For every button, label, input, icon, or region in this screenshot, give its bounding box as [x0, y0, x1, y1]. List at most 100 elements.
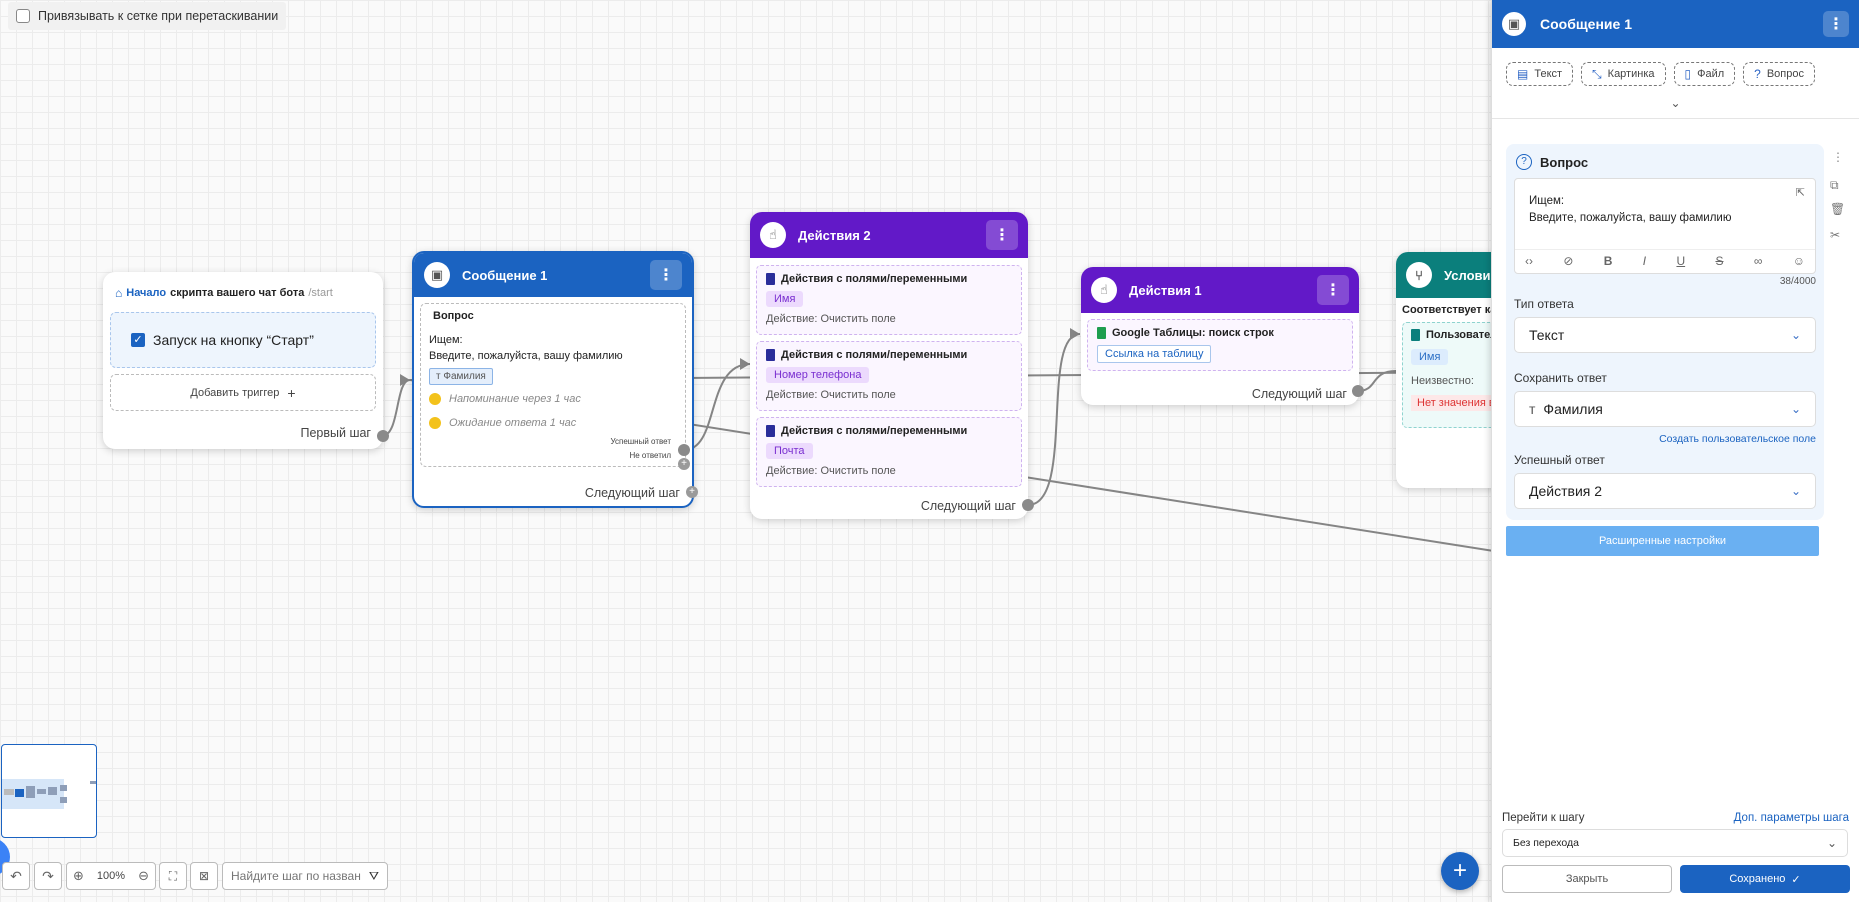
- extra-params-link[interactable]: Доп. параметры шага: [1733, 812, 1849, 824]
- emoji-icon[interactable]: ☺: [1792, 254, 1805, 268]
- actions2-output-port[interactable]: [1022, 499, 1034, 511]
- actions1-node[interactable]: ☝ Действия 1 ⋮ Google Таблицы: поиск стр…: [1081, 267, 1359, 405]
- open-external-icon[interactable]: ⇱: [1795, 187, 1805, 199]
- goto-step-label: Перейти к шагу: [1502, 812, 1585, 824]
- plus-icon: +: [1452, 857, 1467, 884]
- home-icon: ⌂: [115, 286, 123, 300]
- edge-actions1-to-condition: [1357, 370, 1397, 392]
- node-menu-icon[interactable]: ⋮: [986, 220, 1018, 250]
- expand-tools-icon[interactable]: ⌄: [1670, 96, 1681, 110]
- redo-button[interactable]: ↷: [34, 862, 62, 890]
- actions1-output-port[interactable]: [1352, 385, 1364, 397]
- actions2-node[interactable]: ☝ Действия 2 ⋮ Действия с полями/перемен…: [750, 212, 1028, 519]
- minimap-node: [48, 787, 57, 795]
- strikethrough-icon[interactable]: S: [1715, 254, 1724, 268]
- chevron-down-icon: ⌄: [1790, 484, 1801, 498]
- char-counter: 38/4000: [1779, 276, 1816, 287]
- minimap-node: [15, 789, 24, 797]
- zoom-in-icon[interactable]: ⊕: [73, 868, 84, 883]
- panel-menu-icon[interactable]: ⋮: [1823, 11, 1849, 37]
- action-item[interactable]: Действия с полями/переменными Номер теле…: [756, 341, 1022, 411]
- snap-to-grid-toggle[interactable]: Привязывать к сетке при перетаскивании: [8, 2, 287, 30]
- close-button[interactable]: Закрыть: [1502, 865, 1672, 893]
- success-answer-select[interactable]: Действия 2⌄: [1514, 473, 1816, 509]
- answer-type-label: Тип ответа: [1514, 297, 1574, 311]
- add-question-button[interactable]: ?Вопрос: [1743, 62, 1815, 86]
- hand-pointer-icon: ☝: [1091, 277, 1117, 303]
- zoom-level: 100%: [96, 870, 126, 882]
- drag-handle-icon[interactable]: ⋮: [1832, 150, 1844, 164]
- branch-icon: ⑂: [1406, 262, 1432, 288]
- minimap[interactable]: [1, 744, 97, 838]
- advanced-settings-button[interactable]: Расширенные настройки: [1506, 526, 1819, 556]
- underline-icon[interactable]: U: [1676, 254, 1686, 268]
- no-format-icon[interactable]: ⊘: [1563, 254, 1574, 268]
- italic-icon[interactable]: I: [1642, 254, 1647, 268]
- create-field-link[interactable]: Создать пользовательское поле: [1659, 433, 1816, 445]
- question-block[interactable]: Вопрос Ищем: Введите, пожалуйста, вашу ф…: [420, 303, 686, 467]
- field-tag: Номер телефона: [766, 367, 870, 383]
- zoom-out-icon[interactable]: ⊖: [138, 868, 149, 883]
- help-bubble[interactable]: [0, 838, 10, 876]
- add-text-button[interactable]: ▤Текст: [1506, 62, 1574, 86]
- message-next-step-label: Следующий шаг: [584, 486, 680, 500]
- add-file-button[interactable]: ▯Файл: [1673, 62, 1736, 86]
- step-search-input[interactable]: [231, 869, 361, 883]
- message-next-port[interactable]: +: [686, 486, 698, 498]
- copy-icon[interactable]: ⧉: [1830, 178, 1839, 192]
- step-editor-panel: ▣ Сообщение 1 ⋮ ▤Текст ⤡Картинка ▯Файл ?…: [1491, 0, 1859, 902]
- start-node[interactable]: ⌂ Начало скрипта вашего чат бота /start …: [103, 272, 383, 449]
- success-answer-label: Успешный ответ: [1514, 453, 1605, 467]
- text-type-icon: т: [1529, 401, 1536, 417]
- link-icon[interactable]: ∞: [1753, 254, 1763, 268]
- reminder-label: Напоминание через 1 час: [449, 393, 581, 405]
- success-answer-port[interactable]: [678, 444, 690, 456]
- trigger-item[interactable]: ✓ Запуск на кнопку “Старт”: [110, 312, 376, 368]
- text-icon: ▤: [1517, 67, 1529, 81]
- chevron-down-icon: ⌄: [1826, 836, 1837, 850]
- save-button[interactable]: Сохранено ✓: [1680, 865, 1850, 893]
- google-sheets-item[interactable]: Google Таблицы: поиск строк Ссылка на та…: [1087, 319, 1353, 371]
- auto-layout-button[interactable]: ⊠: [190, 862, 218, 890]
- cut-icon[interactable]: ✂: [1830, 228, 1841, 242]
- redo-icon: ↷: [42, 867, 54, 884]
- success-answer-label: Успешный ответ: [610, 437, 671, 446]
- question-text-area[interactable]: Ищем: Введите, пожалуйста, вашу фамилию …: [1514, 178, 1816, 274]
- answer-type-select[interactable]: Текст⌄: [1514, 317, 1816, 353]
- add-image-button[interactable]: ⤡Картинка: [1581, 62, 1666, 86]
- start-output-port[interactable]: [377, 430, 389, 442]
- action-description: Действие: Очистить поле: [766, 313, 896, 325]
- trigger-label: Запуск на кнопку “Старт”: [153, 332, 314, 348]
- add-trigger-button[interactable]: Добавить триггер +: [110, 374, 376, 411]
- chevron-down-icon: ⌄: [1790, 328, 1801, 342]
- filter-icon[interactable]: ⛛: [368, 868, 379, 883]
- trash-icon[interactable]: 🗑: [1830, 202, 1846, 216]
- document-icon: [766, 273, 775, 285]
- snap-checkbox[interactable]: [16, 9, 30, 23]
- bold-icon[interactable]: B: [1603, 254, 1613, 268]
- action-item[interactable]: Действия с полями/переменными Почта Дейс…: [756, 417, 1022, 487]
- field-tag: Почта: [766, 443, 813, 459]
- goto-step-select[interactable]: Без перехода⌄: [1502, 829, 1848, 857]
- text-line2: Введите, пожалуйста, вашу фамилию: [1529, 212, 1732, 224]
- image-icon: ⤡: [1592, 66, 1602, 81]
- fit-view-button[interactable]: ⛶: [159, 862, 187, 890]
- plus-icon: +: [287, 384, 296, 401]
- no-answer-port[interactable]: +: [678, 458, 690, 470]
- panel-title: Сообщение 1: [1540, 16, 1632, 32]
- node-menu-icon[interactable]: ⋮: [650, 260, 682, 290]
- code-icon[interactable]: ‹›: [1525, 254, 1533, 268]
- action-item[interactable]: Действия с полями/переменными Имя Действ…: [756, 265, 1022, 335]
- check-circle-icon: ✓: [1791, 873, 1801, 886]
- message-node[interactable]: ▣ Сообщение 1 ⋮ Вопрос Ищем: Введите, по…: [412, 251, 694, 508]
- node-menu-icon[interactable]: ⋮: [1317, 275, 1349, 305]
- text-type-icon: т: [436, 371, 441, 382]
- add-step-button[interactable]: +: [1441, 852, 1479, 890]
- zoom-controls: ⊕ 100% ⊖: [66, 862, 156, 890]
- fit-view-icon: ⛶: [168, 868, 178, 883]
- undo-button[interactable]: ↶: [2, 862, 30, 890]
- question-editor: ? Вопрос Ищем: Введите, пожалуйста, вашу…: [1506, 144, 1824, 520]
- sheet-link-button[interactable]: Ссылка на таблицу: [1097, 345, 1212, 363]
- document-icon: [1411, 329, 1420, 341]
